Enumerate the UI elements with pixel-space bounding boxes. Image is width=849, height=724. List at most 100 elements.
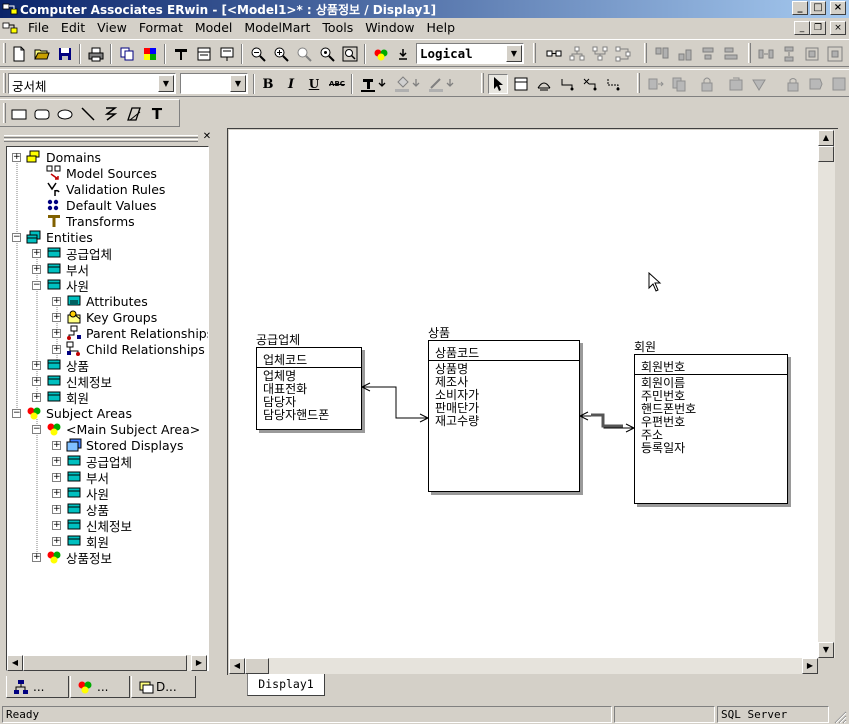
expand-icon[interactable]: + xyxy=(52,503,61,514)
subtype-tool-icon[interactable] xyxy=(534,74,554,94)
attr-row[interactable]: 담당자핸드폰 xyxy=(263,408,330,422)
space-vertical-icon[interactable] xyxy=(779,44,799,64)
check-in-icon[interactable] xyxy=(726,74,746,94)
identifying-relationship-icon[interactable] xyxy=(557,74,577,94)
copy-entity-icon[interactable] xyxy=(669,74,689,94)
zoom-actual-icon[interactable] xyxy=(294,44,314,64)
tree-item[interactable]: +회원 xyxy=(52,533,109,550)
diagram-horizontal-scrollbar[interactable]: ◀ ▶ xyxy=(229,658,818,674)
text-color-icon[interactable] xyxy=(358,74,378,94)
tree-item[interactable]: −사원 xyxy=(32,277,89,294)
fill-color-dropdown-icon[interactable] xyxy=(410,74,422,94)
pk-product[interactable]: 상품코드 xyxy=(435,346,480,360)
tree-item[interactable]: −Entities xyxy=(12,229,93,245)
attr-row[interactable]: 주소 xyxy=(641,428,664,442)
chevron-down-icon[interactable]: ▼ xyxy=(158,75,174,92)
attr-row[interactable]: 핸드폰번호 xyxy=(641,402,697,416)
attrs-supplier[interactable]: 업체명 대표전화 담당자 담당자핸드폰 xyxy=(263,370,329,422)
relationship-supplier-product[interactable] xyxy=(361,382,429,423)
attr-row[interactable]: 대표전화 xyxy=(263,382,308,396)
entity-name-member[interactable]: 회원 xyxy=(634,340,657,354)
attr-row[interactable]: 소비자가 xyxy=(435,388,480,402)
attr-row[interactable]: 판매단가 xyxy=(435,401,480,415)
menu-format[interactable]: Format xyxy=(138,20,183,35)
tree-item[interactable]: Default Values xyxy=(32,197,157,213)
expand-icon[interactable]: + xyxy=(52,535,61,546)
attr-row[interactable]: 주민번호 xyxy=(641,389,686,403)
tree-item[interactable]: +Stored Displays xyxy=(52,437,184,453)
zoom-out-icon[interactable] xyxy=(248,44,268,64)
space-horizontal-icon[interactable] xyxy=(756,44,776,64)
expand-icon[interactable]: + xyxy=(52,327,61,338)
same-size-icon[interactable] xyxy=(802,44,822,64)
tree-item[interactable]: +부서 xyxy=(32,261,89,278)
chevron-down-icon[interactable]: ▼ xyxy=(230,75,246,92)
menu-view[interactable]: View xyxy=(97,20,127,35)
attr-row[interactable]: 업체명 xyxy=(263,369,297,383)
copy-icon[interactable] xyxy=(117,44,137,64)
entity-name-product[interactable]: 상품 xyxy=(428,326,451,340)
strikethrough-button[interactable]: ABC xyxy=(327,74,347,94)
attr-row[interactable]: 담당자 xyxy=(263,395,297,409)
entity-name-supplier[interactable]: 공급업체 xyxy=(256,333,301,347)
diagram-vertical-scrollbar[interactable]: ▲ ▼ xyxy=(818,130,835,658)
diagram-hscroll-thumb[interactable] xyxy=(245,658,269,674)
mdi-minimize-button[interactable]: _ xyxy=(794,21,810,35)
collapse-icon[interactable]: − xyxy=(32,423,41,434)
menu-edit[interactable]: Edit xyxy=(60,20,86,35)
tree-item[interactable]: −Subject Areas xyxy=(12,405,132,421)
attrs-member[interactable]: 회원이름 주민번호 핸드폰번호 우편번호 주소 등록일자 xyxy=(641,377,696,455)
tab-display1[interactable]: Display1 xyxy=(247,674,325,696)
collapse-icon[interactable]: − xyxy=(12,407,21,418)
tree-item[interactable]: +상품정보 xyxy=(32,549,112,566)
view-mode-select[interactable]: Logical ▼ xyxy=(416,43,524,64)
maximize-button[interactable]: □ xyxy=(810,1,826,15)
align-bottom-icon[interactable] xyxy=(675,44,695,64)
expand-icon[interactable]: + xyxy=(52,295,61,306)
tree-scroll-thumb[interactable] xyxy=(23,655,187,671)
scroll-right-icon[interactable]: ▶ xyxy=(802,658,818,674)
download-arrow-icon[interactable] xyxy=(393,44,413,64)
minimize-button[interactable]: _ xyxy=(792,1,808,15)
attr-row[interactable]: 상품명 xyxy=(435,362,469,376)
expand-icon[interactable]: + xyxy=(32,263,41,274)
text-color-dropdown-icon[interactable] xyxy=(376,74,388,94)
rectangle-tool-icon[interactable] xyxy=(9,104,29,124)
expand-icon[interactable]: + xyxy=(32,247,41,258)
attr-row[interactable]: 우편번호 xyxy=(641,415,686,429)
entity-box-supplier[interactable]: 업체코드 업체명 대표전화 담당자 담당자핸드폰 xyxy=(256,347,362,430)
expand-icon[interactable]: + xyxy=(32,375,41,386)
tree-item[interactable]: +공급업체 xyxy=(52,453,132,470)
tree-item[interactable]: +신체정보 xyxy=(52,517,132,534)
expand-icon[interactable]: + xyxy=(52,487,61,498)
circular-layout-icon[interactable] xyxy=(613,44,633,64)
tree-item[interactable]: +공급업체 xyxy=(32,245,112,262)
open-folder-icon[interactable] xyxy=(32,44,52,64)
attr-row[interactable]: 회원이름 xyxy=(641,376,686,390)
rounded-rectangle-tool-icon[interactable] xyxy=(32,104,52,124)
close-button[interactable]: × xyxy=(830,1,846,15)
entity-box-product[interactable]: 상품코드 상품명 제조사 소비자가 판매단가 재고수량 xyxy=(428,340,580,492)
erwin-app-icon[interactable] xyxy=(2,1,18,17)
hierarchical-layout-icon[interactable] xyxy=(590,44,610,64)
tab-model[interactable]: ... xyxy=(6,676,69,698)
tree-item[interactable]: +상품 xyxy=(32,357,89,374)
zoom-in-icon[interactable] xyxy=(271,44,291,64)
save-icon[interactable] xyxy=(55,44,75,64)
check-out-icon[interactable] xyxy=(749,74,769,94)
tree-item[interactable]: Model Sources xyxy=(32,165,157,181)
relationship-toggle-icon[interactable] xyxy=(544,44,564,64)
relationship-product-member[interactable] xyxy=(579,411,635,433)
fill-color-icon[interactable] xyxy=(392,74,412,94)
panel-close-icon[interactable]: ✕ xyxy=(202,131,212,142)
subject-area-toolbar-icon[interactable] xyxy=(371,44,391,64)
security-lock-icon[interactable] xyxy=(783,74,803,94)
menu-modelmart[interactable]: ModelMart xyxy=(244,20,311,35)
scroll-left-icon[interactable]: ◀ xyxy=(7,655,23,671)
entity-tool-icon[interactable] xyxy=(511,74,531,94)
menu-model[interactable]: Model xyxy=(194,20,233,35)
attrs-product[interactable]: 상품명 제조사 소비자가 판매단가 재고수량 xyxy=(435,363,479,428)
zoom-fit-icon[interactable] xyxy=(317,44,337,64)
entity-box-member[interactable]: 회원번호 회원이름 주민번호 핸드폰번호 우편번호 주소 등록일자 xyxy=(634,354,788,504)
tab-subject-areas[interactable]: ... xyxy=(70,676,130,698)
